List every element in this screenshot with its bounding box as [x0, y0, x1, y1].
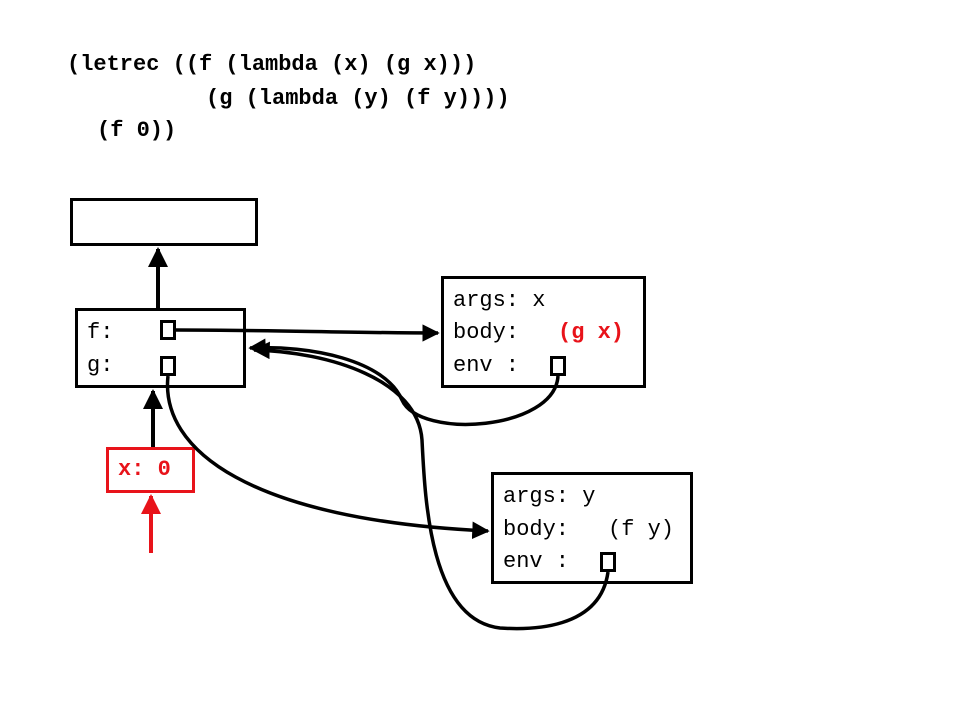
- closure-f-env-label: env :: [453, 353, 520, 378]
- g-binding-label: g:: [87, 353, 114, 378]
- closure-g-body-expr: (f y): [608, 517, 675, 542]
- closure-f-env-arrow: [248, 338, 560, 427]
- closure-g-env-label: env :: [503, 549, 570, 574]
- closure-f-body-prefix: body:: [453, 320, 520, 345]
- code-line-3: (f 0)): [97, 118, 177, 143]
- closure-g-args: args: y: [503, 484, 596, 509]
- call-frame-label: x: 0: [118, 457, 171, 482]
- closure-g-env-arrow: [252, 341, 610, 631]
- closure-f-env-slot: [550, 356, 566, 376]
- code-line-2: (g (lambda (y) (f y)))): [206, 86, 510, 111]
- call-frame: [106, 447, 195, 493]
- f-binding-slot: [160, 320, 176, 340]
- closure-f-body-expr: (g x): [558, 320, 625, 345]
- g-binding-slot: [160, 356, 176, 376]
- code-line-1: (letrec ((f (lambda (x) (g x))): [67, 52, 477, 77]
- closure-f: [441, 276, 646, 388]
- closure-g-env-slot: [600, 552, 616, 572]
- global-env-frame: [70, 198, 258, 246]
- g-to-closure-g-arrow: [165, 375, 490, 540]
- closure-g-body-prefix: body:: [503, 517, 570, 542]
- closure-g: [491, 472, 693, 584]
- f-to-closure-f-arrow: [175, 324, 440, 342]
- closure-f-args: args: x: [453, 288, 546, 313]
- f-binding-label: f:: [87, 320, 114, 345]
